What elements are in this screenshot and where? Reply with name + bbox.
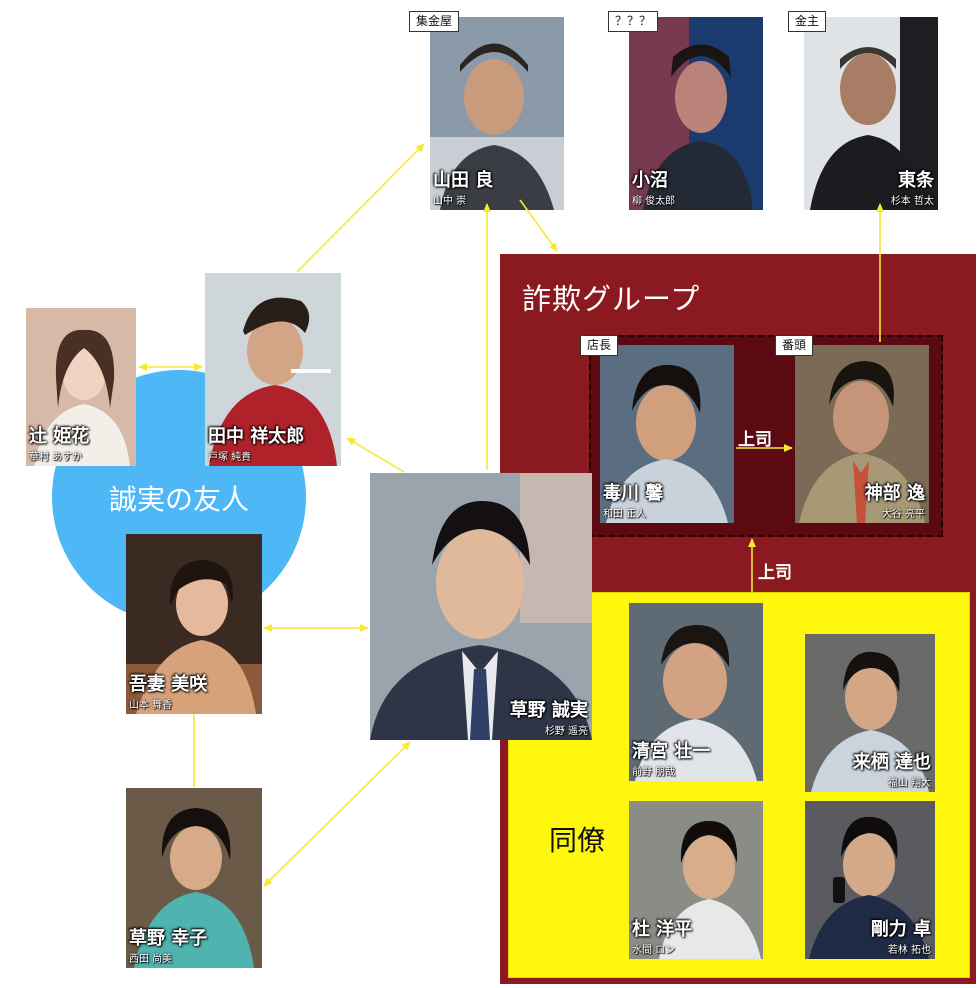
name-mori: 杜 洋平	[632, 919, 693, 940]
person-raisu[interactable]: 来栖 達也 福山 翔大	[805, 634, 935, 792]
actor-goriki: 若林 拓也	[887, 945, 931, 956]
actor-konuma: 柳 俊太郎	[632, 196, 676, 207]
fraud-group-title: 詐欺グループ	[522, 282, 701, 316]
actor-dokukawa: 和田 正人	[603, 509, 647, 520]
portrait-konuma	[629, 17, 763, 210]
person-kusano-sachiko[interactable]: 草野 幸子 西田 尚美	[126, 788, 262, 968]
person-tanaka[interactable]: 田中 祥太郎 戸塚 純貴	[205, 273, 341, 466]
actor-mori: 水間 ロン	[632, 945, 676, 956]
name-kusano-sachiko: 草野 幸子	[129, 928, 208, 949]
person-kiyomiya[interactable]: 清宮 壮一 前野 朋哉	[629, 603, 763, 781]
actor-kusano-sachiko: 西田 尚美	[129, 954, 173, 965]
portrait-kusano-sachiko	[126, 788, 262, 968]
person-tsuji[interactable]: 辻 姫花 華村 あすか	[26, 308, 136, 466]
portrait-tanaka	[205, 273, 341, 466]
name-dokukawa: 毒川 馨	[603, 483, 664, 504]
portrait-tsuji	[26, 308, 136, 466]
name-goriki: 剛力 卓	[870, 919, 931, 940]
label-boss-kanbe: 上司	[738, 430, 772, 450]
name-yamada: 山田 良	[433, 170, 494, 191]
portrait-kusano-seijitsu	[370, 473, 592, 740]
person-kusano-seijitsu[interactable]: 草野 誠実 杉野 遥亮	[370, 473, 592, 740]
portrait-goriki	[805, 801, 935, 959]
name-tsuji: 辻 姫花	[29, 426, 90, 447]
person-yamada[interactable]: 山田 良 山中 崇	[430, 17, 564, 210]
portrait-mori	[629, 801, 763, 959]
person-tojo[interactable]: 東条 杉本 哲太	[804, 17, 938, 210]
portrait-raisu	[805, 634, 935, 792]
friends-title: 誠実の友人	[108, 483, 249, 516]
name-raisu: 来栖 達也	[852, 752, 931, 773]
name-kanbe: 神部 逸	[864, 483, 925, 504]
actor-raisu: 福山 翔大	[887, 778, 931, 789]
tag-tojo: 金主	[788, 11, 827, 32]
actor-kiyomiya: 前野 朋哉	[632, 767, 676, 778]
tag-yamada: 集金屋	[409, 11, 460, 32]
portrait-agatsuma	[126, 534, 262, 714]
portrait-kanbe	[795, 345, 929, 523]
actor-kanbe: 大谷 亮平	[881, 509, 925, 520]
name-konuma: 小沼	[632, 170, 668, 191]
tag-konuma: ？？？	[608, 11, 659, 32]
actor-yamada: 山中 崇	[433, 196, 467, 207]
tag-kanbe: 番頭	[775, 335, 814, 356]
person-goriki[interactable]: 剛力 卓 若林 拓也	[805, 801, 935, 959]
name-tanaka: 田中 祥太郎	[208, 426, 305, 447]
actor-kusano-seijitsu: 杉野 遥亮	[544, 726, 588, 737]
name-kusano-seijitsu: 草野 誠実	[509, 700, 588, 721]
portrait-yamada	[430, 17, 564, 210]
actor-tojo: 杉本 哲太	[890, 196, 934, 207]
arrow-tanaka-yamada	[296, 143, 425, 273]
tag-dokukawa: 店長	[580, 335, 619, 356]
portrait-dokukawa	[600, 345, 734, 523]
person-dokukawa[interactable]: 毒川 馨 和田 正人	[600, 345, 734, 523]
actor-tanaka: 戸塚 純貴	[208, 452, 252, 463]
person-agatsuma[interactable]: 吾妻 美咲 山本 舞香	[126, 534, 262, 714]
name-tojo: 東条	[898, 170, 934, 191]
name-agatsuma: 吾妻 美咲	[129, 674, 208, 695]
arrow-seijitsu-tanaka	[346, 437, 405, 473]
label-boss-dokukawa: 上司	[758, 563, 792, 583]
portrait-tojo	[804, 17, 938, 210]
portrait-kiyomiya	[629, 603, 763, 781]
person-mori[interactable]: 杜 洋平 水間 ロン	[629, 801, 763, 959]
name-kiyomiya: 清宮 壮一	[632, 741, 711, 762]
actor-agatsuma: 山本 舞香	[129, 700, 173, 711]
person-kanbe[interactable]: 神部 逸 大谷 亮平	[795, 345, 929, 523]
person-konuma[interactable]: 小沼 柳 俊太郎	[629, 17, 763, 210]
actor-tsuji: 華村 あすか	[29, 452, 83, 463]
arrow-sachiko-seijitsu	[263, 741, 411, 887]
colleagues-title: 同僚	[549, 824, 606, 857]
